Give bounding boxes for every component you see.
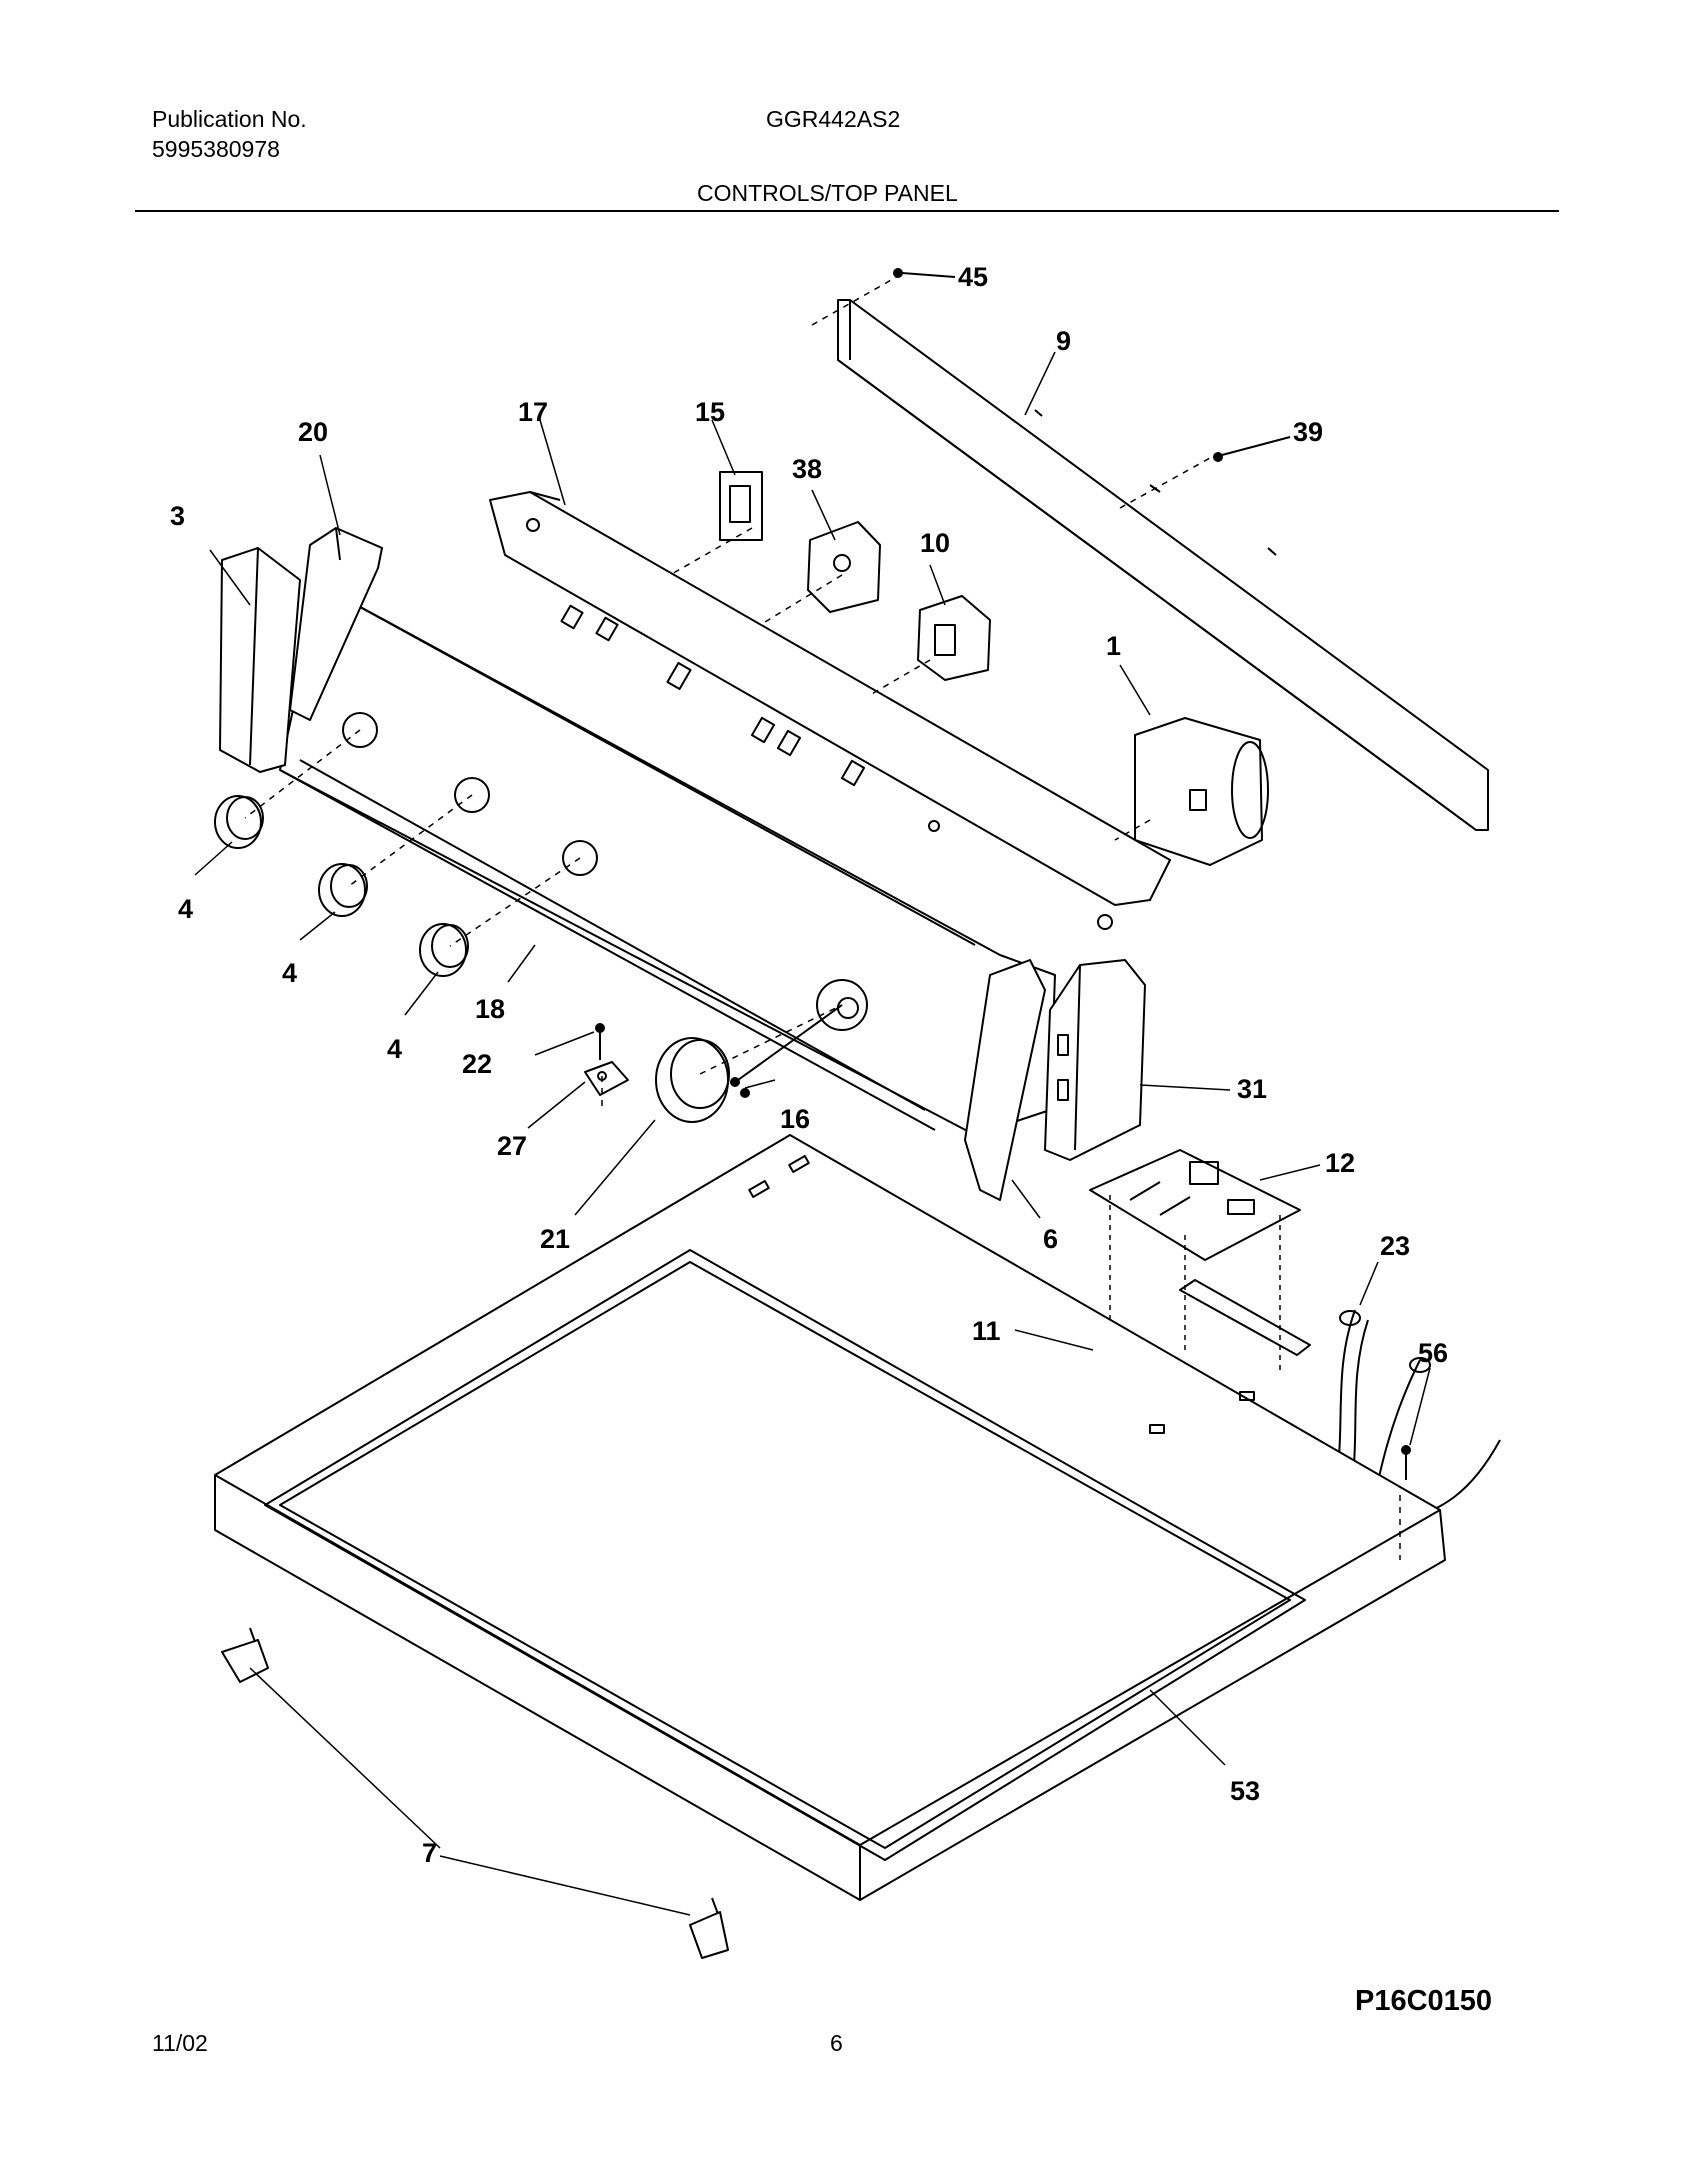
callout-17: 17 (518, 397, 548, 427)
callout-39: 39 (1293, 417, 1323, 447)
knob-part-a (214, 795, 264, 849)
callout-15: 15 (695, 397, 725, 427)
leader-lines (194, 351, 1431, 1916)
callout-7: 7 (422, 1838, 437, 1868)
rear-panel-part (811, 274, 1489, 831)
control-board-part (1089, 1149, 1301, 1261)
callout-23: 23 (1380, 1231, 1410, 1261)
foot-part-a (221, 1627, 269, 1683)
callout-3: 3 (170, 501, 185, 531)
publication-label: Publication No. (152, 106, 307, 132)
callout-1: 1 (1106, 631, 1121, 661)
callout-22: 22 (462, 1049, 492, 1079)
callout-45: 45 (958, 262, 988, 292)
callout-12: 12 (1325, 1148, 1355, 1178)
callout-4b: 4 (282, 958, 297, 988)
section-title: CONTROLS/TOP PANEL (697, 180, 958, 206)
callout-4a: 4 (178, 894, 193, 924)
knob-part-c (419, 923, 469, 977)
page-number: 6 (830, 2030, 843, 2056)
figure-id: P16C0150 (1355, 1985, 1493, 2017)
assembly-lines (244, 527, 1401, 1560)
control-bracket-part (489, 491, 1171, 930)
callout-27: 27 (497, 1131, 527, 1161)
screw-part-39 (1213, 436, 1291, 462)
left-bracket-part (289, 527, 383, 721)
callout-38: 38 (792, 454, 822, 484)
large-knob-part (655, 1037, 730, 1123)
callout-16: 16 (780, 1104, 810, 1134)
callout-56: 56 (1418, 1338, 1448, 1368)
callout-10: 10 (920, 528, 950, 558)
callout-53: 53 (1230, 1776, 1260, 1806)
top-panel-part (214, 1134, 1446, 1901)
right-bracket-part (1044, 959, 1146, 1161)
screw-part-45 (893, 268, 956, 278)
callout-20: 20 (298, 417, 328, 447)
switch-part-10 (917, 595, 991, 681)
publication-number: 5995380978 (152, 136, 280, 162)
clip-part-27 (584, 1061, 629, 1096)
callout-11: 11 (972, 1316, 1001, 1346)
left-endcap-part (219, 547, 301, 773)
callout-31: 31 (1237, 1074, 1267, 1104)
footer-date: 11/02 (152, 2030, 208, 2056)
callout-9: 9 (1056, 326, 1071, 356)
knob-part-b (318, 863, 368, 917)
callout-4c: 4 (387, 1034, 402, 1064)
screw-part-22 (595, 1023, 605, 1060)
callout-21: 21 (540, 1224, 570, 1254)
screw-part-56 (1401, 1445, 1411, 1480)
timer-part-1 (1134, 717, 1269, 866)
model-number: GGR442AS2 (766, 106, 901, 132)
callout-18: 18 (475, 994, 505, 1024)
header-rule (135, 210, 1559, 212)
right-endcap-part (964, 959, 1046, 1201)
switch-part-38 (807, 521, 881, 613)
foot-part-b (689, 1897, 729, 1959)
switch-part-15 (719, 471, 763, 541)
shaft-part-16 (730, 1004, 843, 1098)
callout-6: 6 (1043, 1224, 1058, 1254)
